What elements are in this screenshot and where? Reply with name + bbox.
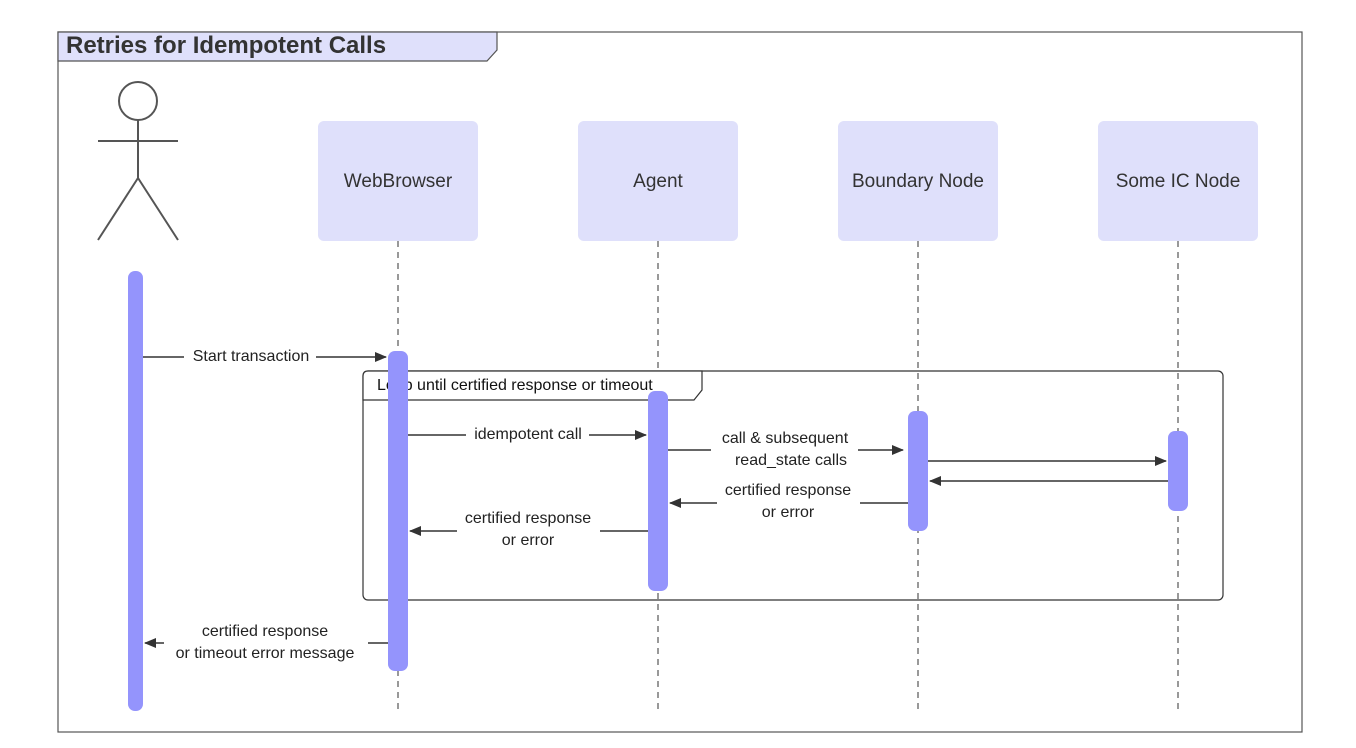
participant-box-webbrowser [318,121,478,241]
participant-label-ic-node: Some IC Node [1116,171,1241,192]
participant-box-boundary-node [838,121,998,241]
diagram-title: Retries for Idempotent Calls [66,32,386,59]
message-label-resp-final-line2: or timeout error message [176,645,355,662]
participant-label-webbrowser: WebBrowser [344,171,453,192]
participant-box-agent [578,121,738,241]
message-label-resp-boundary-line2: or error [762,504,815,521]
activation-ic-node [1168,431,1188,511]
message-label-idem: idempotent call [474,426,582,443]
participant-label-boundary-node: Boundary Node [852,171,984,192]
activation-agent [648,391,668,591]
loop-label-tab [362,370,703,401]
activation-webbrowser [388,351,408,671]
loop-fragment [362,370,1224,601]
message-label-call-line1: call & subsequent [722,430,849,447]
participant-box-ic-node [1098,121,1258,241]
loop-label: Loop until certified response or timeout [377,377,653,394]
message-label-resp-final-line1: certified response [202,623,328,640]
activation-boundary-node [908,411,928,531]
message-label-call-line2: read_state calls [735,452,847,469]
message-label-resp-boundary-line1: certified response [725,482,851,499]
actor-icon [97,81,179,241]
message-label-resp-agent-line1: certified response [465,510,591,527]
message-label-start: Start transaction [193,348,310,365]
diagram-frame [57,31,1303,733]
title-tab [57,31,498,62]
activation-actor [128,271,143,711]
message-label-resp-agent-line2: or error [502,532,555,549]
participant-label-agent: Agent [633,171,683,192]
